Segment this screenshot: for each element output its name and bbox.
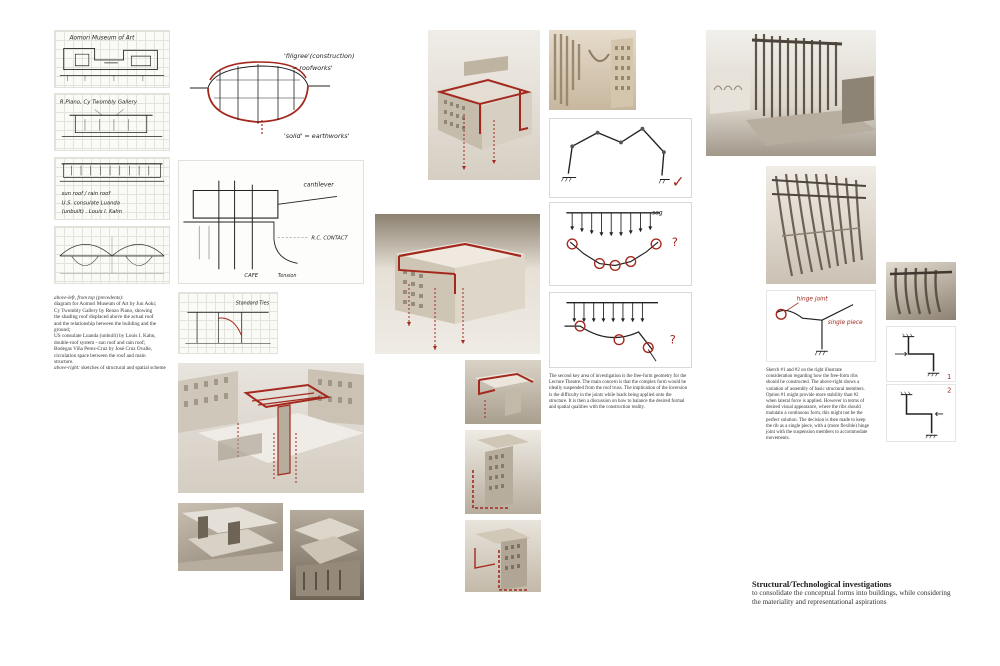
- left-caption-line: circulation space between the roof and m…: [54, 352, 146, 359]
- diagram-suspended-1: sag ?: [549, 202, 692, 286]
- right-caption-line: Sketch #1 and #2 on the right illustrate: [766, 368, 842, 373]
- model-photo-center: [375, 214, 540, 354]
- model-photo-small-1: [465, 360, 541, 424]
- question-mark-2: ?: [670, 333, 676, 347]
- left-caption-line: ground;: [54, 327, 71, 334]
- left-caption-tail: sketches of structural and spatial schem…: [81, 365, 166, 372]
- page-subtitle-line-1: to consolidate the conceptual forms into…: [752, 589, 951, 597]
- model-photo-small-3: [465, 520, 541, 592]
- model-photo-main: [178, 363, 364, 493]
- roofworks-note3: 'solid' = earthworks': [284, 132, 350, 140]
- right-caption-line: joint with the suspension members to acc…: [766, 430, 868, 436]
- mid-caption-line: is the difficulty in the joints while lo…: [549, 392, 672, 398]
- sketch-twombly-title: R.Piano, Cy Twombly Gallery: [60, 100, 138, 106]
- left-caption-line: structure.: [54, 359, 74, 366]
- sketch-luanda: sun roof / rain roof U.S. consulate Luan…: [54, 157, 170, 220]
- left-caption-line: Cy Twombly Gallery by Renzo Piano, showi…: [54, 307, 153, 314]
- diagram-arch-frame: ✓: [549, 118, 692, 198]
- right-caption-line: movements.: [766, 436, 790, 442]
- left-caption-head: above-left, from top (precedents):: [54, 295, 124, 301]
- mid-caption-line: Lecture Theatre. The main concern is tha…: [549, 380, 686, 386]
- tension-note: Tension: [278, 273, 297, 279]
- roofworks-note1: 'filigree'(construction): [284, 52, 354, 60]
- sketch-luanda-note2: U.S. consulate Luanda: [62, 200, 120, 206]
- option-number-1: 1: [947, 373, 951, 381]
- sketch-cantilever: cantilever R.C. CONTACT CAFE Tension: [178, 160, 364, 284]
- right-caption-line: perfect solution. The decision is then m…: [766, 417, 866, 423]
- right-caption-line: the rib as a single piece, with a (more …: [766, 423, 870, 429]
- sketch-option-2: 2: [886, 384, 956, 442]
- title-block: Structural/Technological investigations …: [752, 580, 982, 606]
- mid-caption-line: and spatial qualities with the construct…: [549, 405, 645, 411]
- left-caption-line: US consulate Luanda (unbuilt) by Louis I…: [54, 333, 156, 340]
- standard-ties-note: Standard Ties: [236, 301, 270, 307]
- left-caption-line: double-roof system - sun roof and rain r…: [54, 339, 146, 346]
- diagram-suspended-2: ?: [549, 292, 692, 368]
- model-photo-ribs-wide: [706, 30, 876, 156]
- right-caption: Sketch #1 and #2 on the right illustrate…: [766, 368, 884, 442]
- option-number-2: 2: [947, 387, 951, 395]
- sketch-aomori-title: Aomori Museum of Art: [69, 36, 136, 42]
- question-mark-1: ?: [672, 235, 678, 249]
- sketch-aomori: Aomori Museum of Art: [54, 30, 170, 88]
- model-photo-small-2: [465, 430, 541, 514]
- left-caption: above-left, from top (precedents): diagr…: [54, 295, 174, 372]
- left-caption-line: Bodegas Viña Perez-Cruz by José Cruz Ova…: [54, 346, 152, 353]
- model-photo-ribs-top: [549, 30, 636, 110]
- single-piece-label: single piece: [828, 320, 863, 326]
- model-photo-rib-detail: [886, 262, 956, 320]
- right-caption-line: desired visual appearance, where the rib…: [766, 405, 861, 411]
- model-photo-top-center: [428, 30, 540, 180]
- mid-caption-line: The second key area of investigation is …: [549, 374, 687, 379]
- sketch-roofworks: 'filigree'(construction) = roofworks' 's…: [180, 40, 370, 146]
- left-caption-line: the shading roof displaced above the act…: [54, 314, 154, 321]
- sketch-luanda-note3: (unbuilt) . Louis I. Kahn: [62, 209, 122, 215]
- right-caption-line: variation of assembly of basic structura…: [766, 386, 865, 392]
- right-caption-line: maintain a continuous form, this might n…: [766, 411, 863, 417]
- left-caption-tail-head: above-right:: [54, 365, 80, 372]
- rc-contact-note: R.C. CONTACT: [311, 236, 348, 242]
- sketch-twombly: R.Piano, Cy Twombly Gallery: [54, 93, 170, 151]
- sketch-luanda-note1: sun roof / rain roof: [62, 191, 112, 197]
- cafe-note: CAFE: [244, 273, 258, 279]
- sketch-hinge-joint: hinge joint single piece: [766, 290, 876, 362]
- left-caption-line: and the relationship between the buildin…: [54, 320, 157, 327]
- cantilever-note: cantilever: [303, 181, 334, 189]
- model-photo-bottom-left: [178, 503, 283, 571]
- page-title: Structural/Technological investigations: [752, 580, 892, 589]
- sketch-standard-ties: Standard Ties: [178, 292, 278, 354]
- hinge-joint-label: hinge joint: [797, 297, 829, 303]
- right-caption-line: consideration regarding how the free-for…: [766, 374, 858, 380]
- mid-caption: The second key area of investigation is …: [549, 374, 699, 411]
- model-photo-ribs-tall: [766, 166, 876, 284]
- load-label: sag: [652, 211, 663, 217]
- model-photo-bottom-right: [290, 510, 364, 600]
- sketch-option-1: 1: [886, 326, 956, 382]
- mid-caption-line: ideally suspended from the roof truss. T…: [549, 386, 688, 392]
- roofworks-note2: = roofworks': [292, 64, 333, 72]
- right-caption-line: when lateral force is applied. However i…: [766, 399, 865, 405]
- right-caption-line: Option #1 might provide more stability t…: [766, 392, 859, 398]
- mid-caption-line: structure. It is then a discussion on ho…: [549, 398, 685, 404]
- left-caption-line: diagram for Aomori Museum of Art by Jun …: [54, 301, 157, 308]
- page-subtitle-line-2: the materiality and representational asp…: [752, 597, 887, 606]
- check-mark: ✓: [672, 173, 685, 191]
- sketch-bodegas: [54, 226, 170, 284]
- right-caption-line: should be constructed. The above-right s…: [766, 380, 860, 386]
